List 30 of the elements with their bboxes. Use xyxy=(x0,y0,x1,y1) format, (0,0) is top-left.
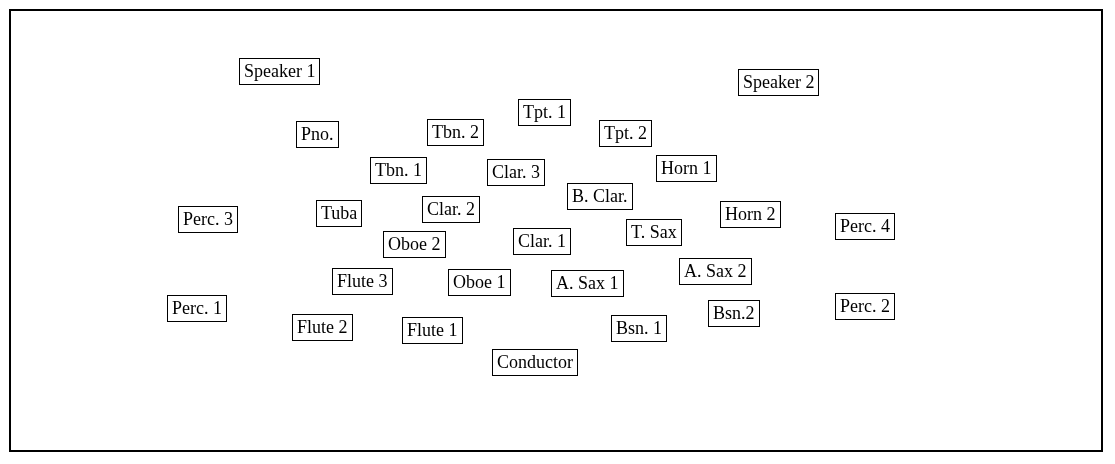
seat-label: Flute 3 xyxy=(332,268,393,295)
seat-label: Bsn.2 xyxy=(708,300,760,327)
seat-label: T. Sax xyxy=(626,219,682,246)
seat-label: Bsn. 1 xyxy=(611,315,667,342)
seat-label: Flute 1 xyxy=(402,317,463,344)
seat-label: Tbn. 2 xyxy=(427,119,484,146)
seat-label: Oboe 2 xyxy=(383,231,446,258)
seat-label: Clar. 3 xyxy=(487,159,545,186)
seat-label: Perc. 2 xyxy=(835,293,895,320)
seat-label: Clar. 1 xyxy=(513,228,571,255)
seat-label: B. Clar. xyxy=(567,183,633,210)
seat-label: Horn 2 xyxy=(720,201,781,228)
seat-label: Horn 1 xyxy=(656,155,717,182)
seat-label: Flute 2 xyxy=(292,314,353,341)
seat-label: A. Sax 1 xyxy=(551,270,624,297)
seat-label: Perc. 1 xyxy=(167,295,227,322)
seat-label: Perc. 3 xyxy=(178,206,238,233)
seat-label: A. Sax 2 xyxy=(679,258,752,285)
stage-frame xyxy=(9,9,1103,452)
seat-label: Oboe 1 xyxy=(448,269,511,296)
seat-label: Tpt. 2 xyxy=(599,120,652,147)
seat-label: Pno. xyxy=(296,121,339,148)
seat-label: Perc. 4 xyxy=(835,213,895,240)
seat-label: Tbn. 1 xyxy=(370,157,427,184)
seat-label: Speaker 2 xyxy=(738,69,820,96)
seat-label: Clar. 2 xyxy=(422,196,480,223)
seat-label: Tuba xyxy=(316,200,363,227)
seat-label: Conductor xyxy=(492,349,578,376)
seat-label: Tpt. 1 xyxy=(518,99,571,126)
seat-label: Speaker 1 xyxy=(239,58,321,85)
